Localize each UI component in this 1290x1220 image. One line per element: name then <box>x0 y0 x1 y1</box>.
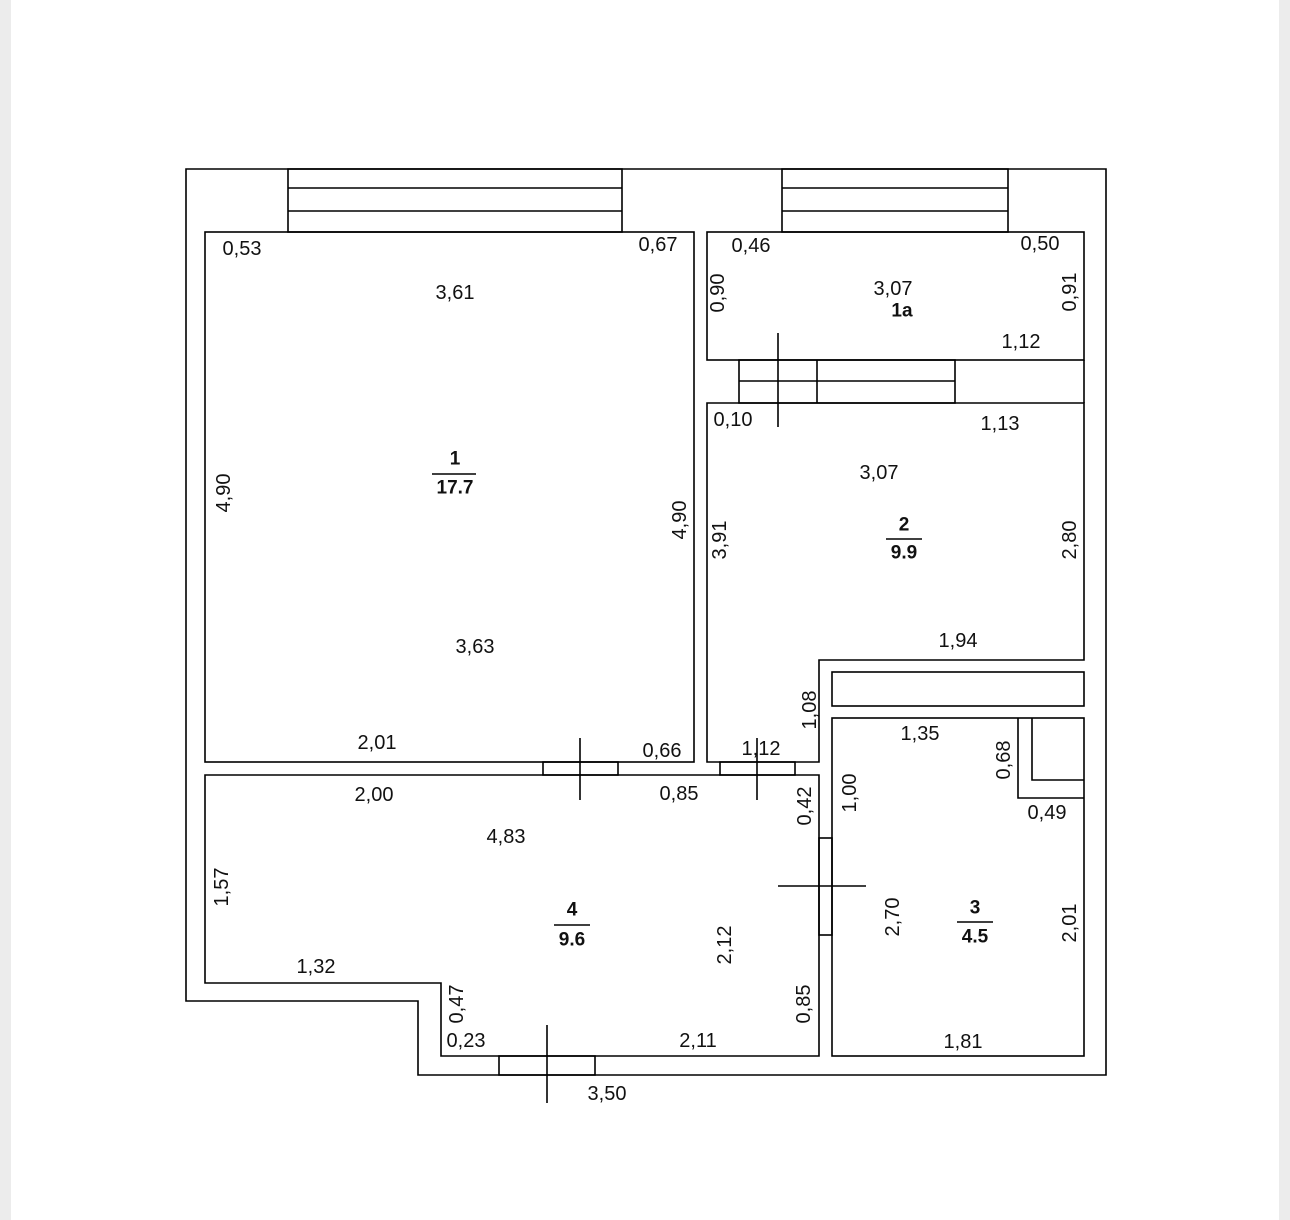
dim: 4,90 <box>669 501 691 540</box>
walls <box>185 168 1107 1076</box>
dim: 0,91 <box>1059 273 1081 312</box>
dim: 1,32 <box>297 956 336 978</box>
dim: 2,12 <box>714 926 736 965</box>
dim: 3,50 <box>588 1083 627 1105</box>
room-3-niche <box>1017 718 1084 799</box>
dim: 1,57 <box>211 868 233 907</box>
room-number: 3 <box>970 898 981 919</box>
windows <box>287 168 1009 427</box>
dim: 4,90 <box>213 474 235 513</box>
dim: 1,81 <box>944 1031 983 1053</box>
room-4-outline <box>204 774 820 1057</box>
dim: 2,01 <box>1059 904 1081 943</box>
dim: 0,47 <box>446 985 468 1024</box>
room-number: 1 <box>450 449 461 470</box>
room-number: 4 <box>567 900 578 921</box>
dim: 1,35 <box>901 723 940 745</box>
dim: 1,94 <box>939 630 978 652</box>
room-area: 17.7 <box>437 478 474 499</box>
window <box>781 168 1009 233</box>
dim: 0,68 <box>993 741 1015 780</box>
outer-wall <box>185 168 1107 1076</box>
dim: 1,13 <box>981 413 1020 435</box>
dim: 0,53 <box>223 238 262 260</box>
dim: 2,01 <box>358 732 397 754</box>
room-labels: 1 17.7 1а 2 9.9 3 4.5 4 9.6 <box>432 301 993 951</box>
dim: 1,12 <box>1002 331 1041 353</box>
window <box>287 168 623 233</box>
room-area: 4.5 <box>962 927 989 948</box>
room-area: 9.9 <box>891 543 917 564</box>
dim: 0,46 <box>732 235 771 257</box>
dim: 0,67 <box>639 234 678 256</box>
dim: 3,63 <box>456 636 495 658</box>
dim: 1,00 <box>839 774 861 813</box>
dim: 4,83 <box>487 826 526 848</box>
dim: 0,10 <box>714 409 753 431</box>
dim: 0,42 <box>794 787 816 826</box>
dim: 0,66 <box>643 740 682 762</box>
dim: 2,11 <box>679 1030 716 1052</box>
room-number: 1а <box>891 301 913 322</box>
room-3-niche-inner <box>1031 718 1084 781</box>
dim: 1,12 <box>742 738 781 760</box>
room-3-outline <box>831 717 1085 1057</box>
dim: 0,85 <box>660 783 699 805</box>
dimension-labels: 0,53 0,67 0,46 0,50 3,61 3,07 0,90 0,91 … <box>211 233 1081 1105</box>
dim: 2,80 <box>1059 521 1081 560</box>
dim: 3,07 <box>874 278 913 300</box>
dim: 3,91 <box>709 521 731 560</box>
room-2-outline <box>706 402 1085 763</box>
dim: 0,49 <box>1028 802 1067 824</box>
dim: 0,50 <box>1021 233 1060 255</box>
room-number: 2 <box>899 515 910 536</box>
dim: 0,85 <box>793 985 815 1024</box>
page <box>11 0 1279 1220</box>
dim: 0,23 <box>447 1030 486 1052</box>
dim: 2,70 <box>882 898 904 937</box>
dim: 1,08 <box>799 691 821 730</box>
dim: 3,07 <box>860 462 899 484</box>
doors <box>498 738 866 1103</box>
duct <box>831 671 1085 707</box>
dim: 2,00 <box>355 784 394 806</box>
dim: 0,90 <box>707 274 729 313</box>
room-area: 9.6 <box>559 930 585 951</box>
dim: 3,61 <box>436 282 475 304</box>
